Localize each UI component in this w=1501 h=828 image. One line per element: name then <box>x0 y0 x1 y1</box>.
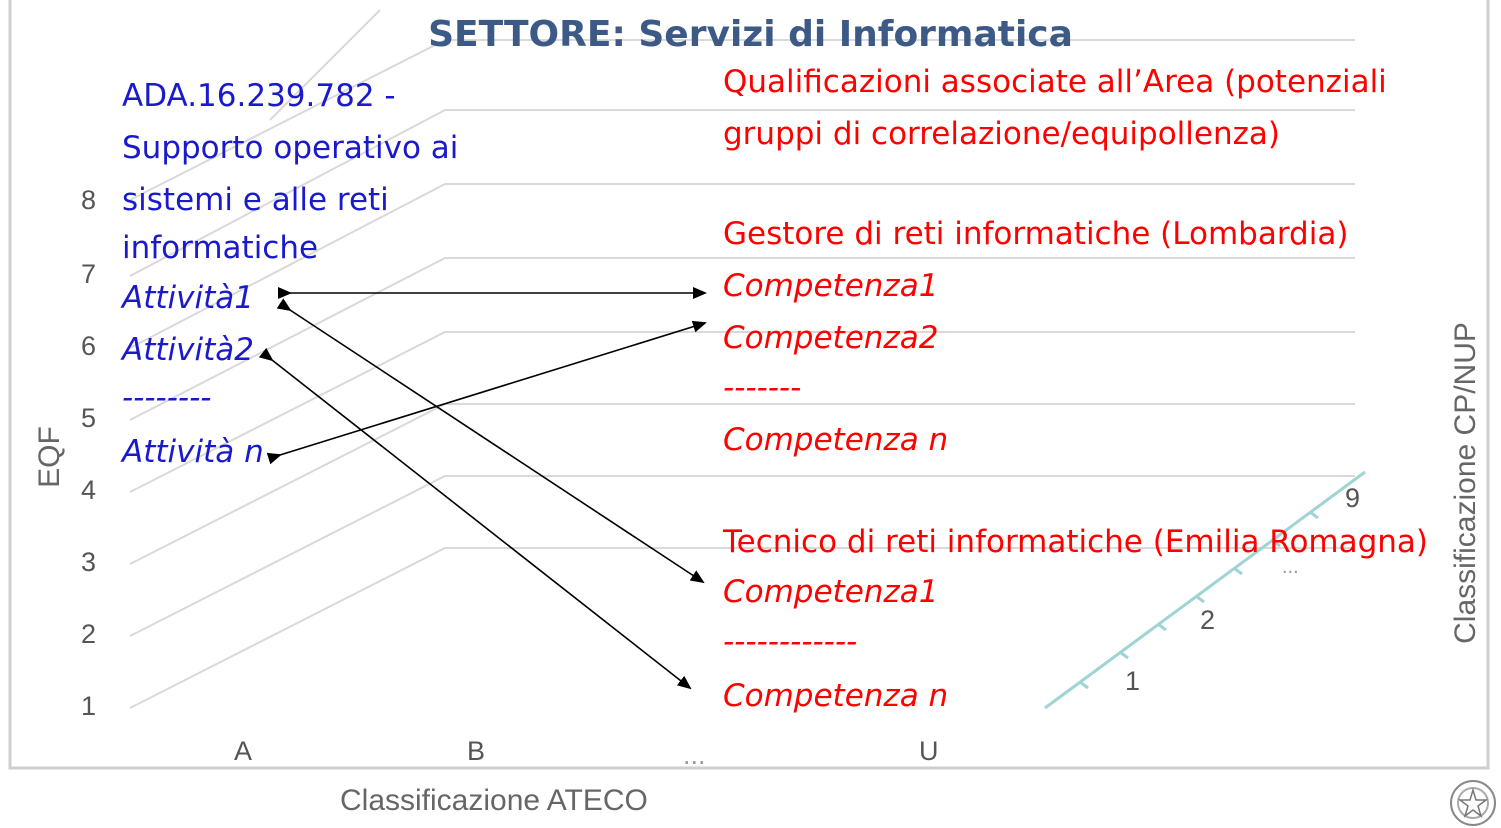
qualification-2-item: Competenza1 <box>723 574 939 610</box>
y-tick: 7 <box>81 259 97 289</box>
z-tick: 1 <box>1125 666 1141 696</box>
z-tick: 9 <box>1345 483 1361 513</box>
grid-line <box>129 257 1355 421</box>
cp-axis-line <box>1044 470 1366 710</box>
emblem-icon <box>1450 780 1496 826</box>
mapping-arrows <box>258 287 707 690</box>
qualification-2-item: Competenza n <box>723 678 949 714</box>
x-axis-title: Classificazione ATECO <box>340 784 648 817</box>
x-tick: B <box>467 736 486 766</box>
qualification-1-item: ------- <box>723 370 802 406</box>
y-axis-title: EQF <box>33 426 66 488</box>
cp-axis-tick <box>1233 566 1243 576</box>
z-tick: ... <box>1282 556 1299 578</box>
x-tick: U <box>919 736 939 766</box>
qualifications-header-line: gruppi di correlazione/equipollenza) <box>723 116 1280 152</box>
grid-line <box>129 109 1355 277</box>
cp-axis-tick <box>1309 510 1319 520</box>
grid-line <box>129 39 1355 201</box>
x-tick: A <box>234 736 253 766</box>
cp-axis-tick <box>1195 594 1205 604</box>
ada-line: Supporto operativo ai <box>122 130 459 166</box>
grid-line <box>269 9 381 121</box>
cp-axis <box>1044 470 1366 710</box>
z-axis-title: Classificazione CP/NUP <box>1449 322 1482 644</box>
ada-line: informatiche <box>122 230 319 266</box>
attivita-item: Attività n <box>122 434 264 470</box>
qualification-1-item: Competenza n <box>723 422 949 458</box>
x-tick: ... <box>683 740 706 770</box>
qualification-1-item: Competenza2 <box>723 320 939 356</box>
y-tick: 3 <box>81 547 97 577</box>
cp-axis-tick <box>1157 622 1167 632</box>
cp-axis-tick <box>1271 538 1281 548</box>
qualifications-header-line: Qualificazioni associate all’Area (poten… <box>723 64 1387 100</box>
cp-axis-tick <box>1079 680 1089 690</box>
qualification-2-name: Tecnico di reti informatiche (Emilia Rom… <box>723 524 1429 560</box>
y-tick: 1 <box>81 691 97 721</box>
qualification-2-item: ------------ <box>723 624 858 660</box>
attivita-item: Attività2 <box>122 332 254 368</box>
y-tick: 8 <box>81 185 97 215</box>
attivita-item: Attività1 <box>122 280 254 316</box>
y-tick: 2 <box>81 619 97 649</box>
arrow-attivita2-tecnico-competenzan <box>258 347 692 690</box>
cp-axis-tick <box>1119 650 1129 660</box>
z-tick: 2 <box>1200 605 1216 635</box>
chart-frame <box>8 0 1490 770</box>
slide-title: SETTORE: Servizi di Informatica <box>428 14 1073 55</box>
qualification-1-item: Competenza1 <box>723 268 939 304</box>
y-tick: 4 <box>81 475 97 505</box>
ada-line: sistemi e alle reti <box>122 182 389 218</box>
arrow-attivita1-tecnico-competenza1 <box>276 298 705 584</box>
arrow-attivitan-competenza2 <box>266 320 707 465</box>
y-tick: 6 <box>81 331 97 361</box>
grid-line <box>129 183 1355 349</box>
attivita-item: -------- <box>122 380 212 416</box>
ada-line: ADA.16.239.782 - <box>122 78 396 114</box>
qualification-1-name: Gestore di reti informatiche (Lombardia) <box>723 216 1349 252</box>
y-tick: 5 <box>81 403 97 433</box>
